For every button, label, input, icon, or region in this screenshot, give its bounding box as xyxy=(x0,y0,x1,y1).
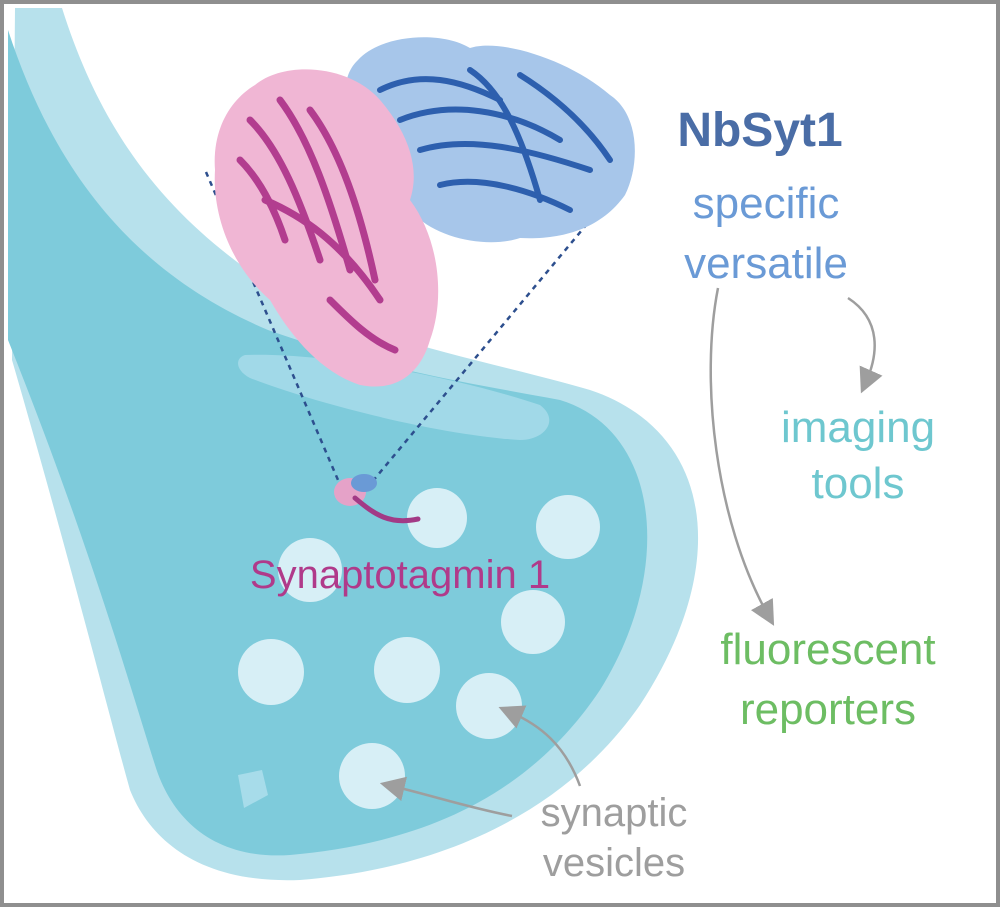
vesicle xyxy=(278,538,342,602)
nanobody-title: NbSyt1 xyxy=(677,104,842,157)
arrow-to-imaging xyxy=(847,296,883,394)
synaptotagmin-ribbons xyxy=(236,96,399,354)
small-protein-icon xyxy=(334,474,421,524)
vesicle xyxy=(501,590,565,654)
small-vesicle-fragment xyxy=(238,770,268,808)
zoom-lines xyxy=(204,169,633,483)
arrow-to-vesicle-2 xyxy=(379,776,513,818)
arrow-to-vesicle-1 xyxy=(498,705,582,787)
application-imaging-line2: tools xyxy=(812,459,905,508)
arrows xyxy=(379,287,883,818)
nanobody-ribbons xyxy=(377,67,613,213)
application-reporters-line2: reporters xyxy=(740,685,916,734)
application-reporters-line1: fluorescent xyxy=(720,625,935,674)
protein-structure-icon xyxy=(214,37,635,387)
target-label: Synaptotagmin 1 xyxy=(250,553,550,597)
vesicle xyxy=(407,488,467,548)
nanobody-surface xyxy=(345,37,635,243)
property-versatile: versatile xyxy=(684,239,848,288)
membrane-highlight xyxy=(238,354,550,440)
arrow-to-reporters xyxy=(709,287,775,626)
vesicle xyxy=(536,495,600,559)
vesicle-label-line1: synaptic xyxy=(541,791,688,835)
application-imaging-line1: imaging xyxy=(781,403,935,452)
vesicle xyxy=(238,639,304,705)
nerve-terminal-cytoplasm xyxy=(8,30,648,856)
vesicle xyxy=(339,743,405,809)
vesicle-label-line2: vesicles xyxy=(543,841,685,885)
vesicle xyxy=(456,673,522,739)
vesicle xyxy=(374,637,440,703)
property-specific: specific xyxy=(693,179,840,228)
synaptic-vesicles xyxy=(238,488,600,809)
